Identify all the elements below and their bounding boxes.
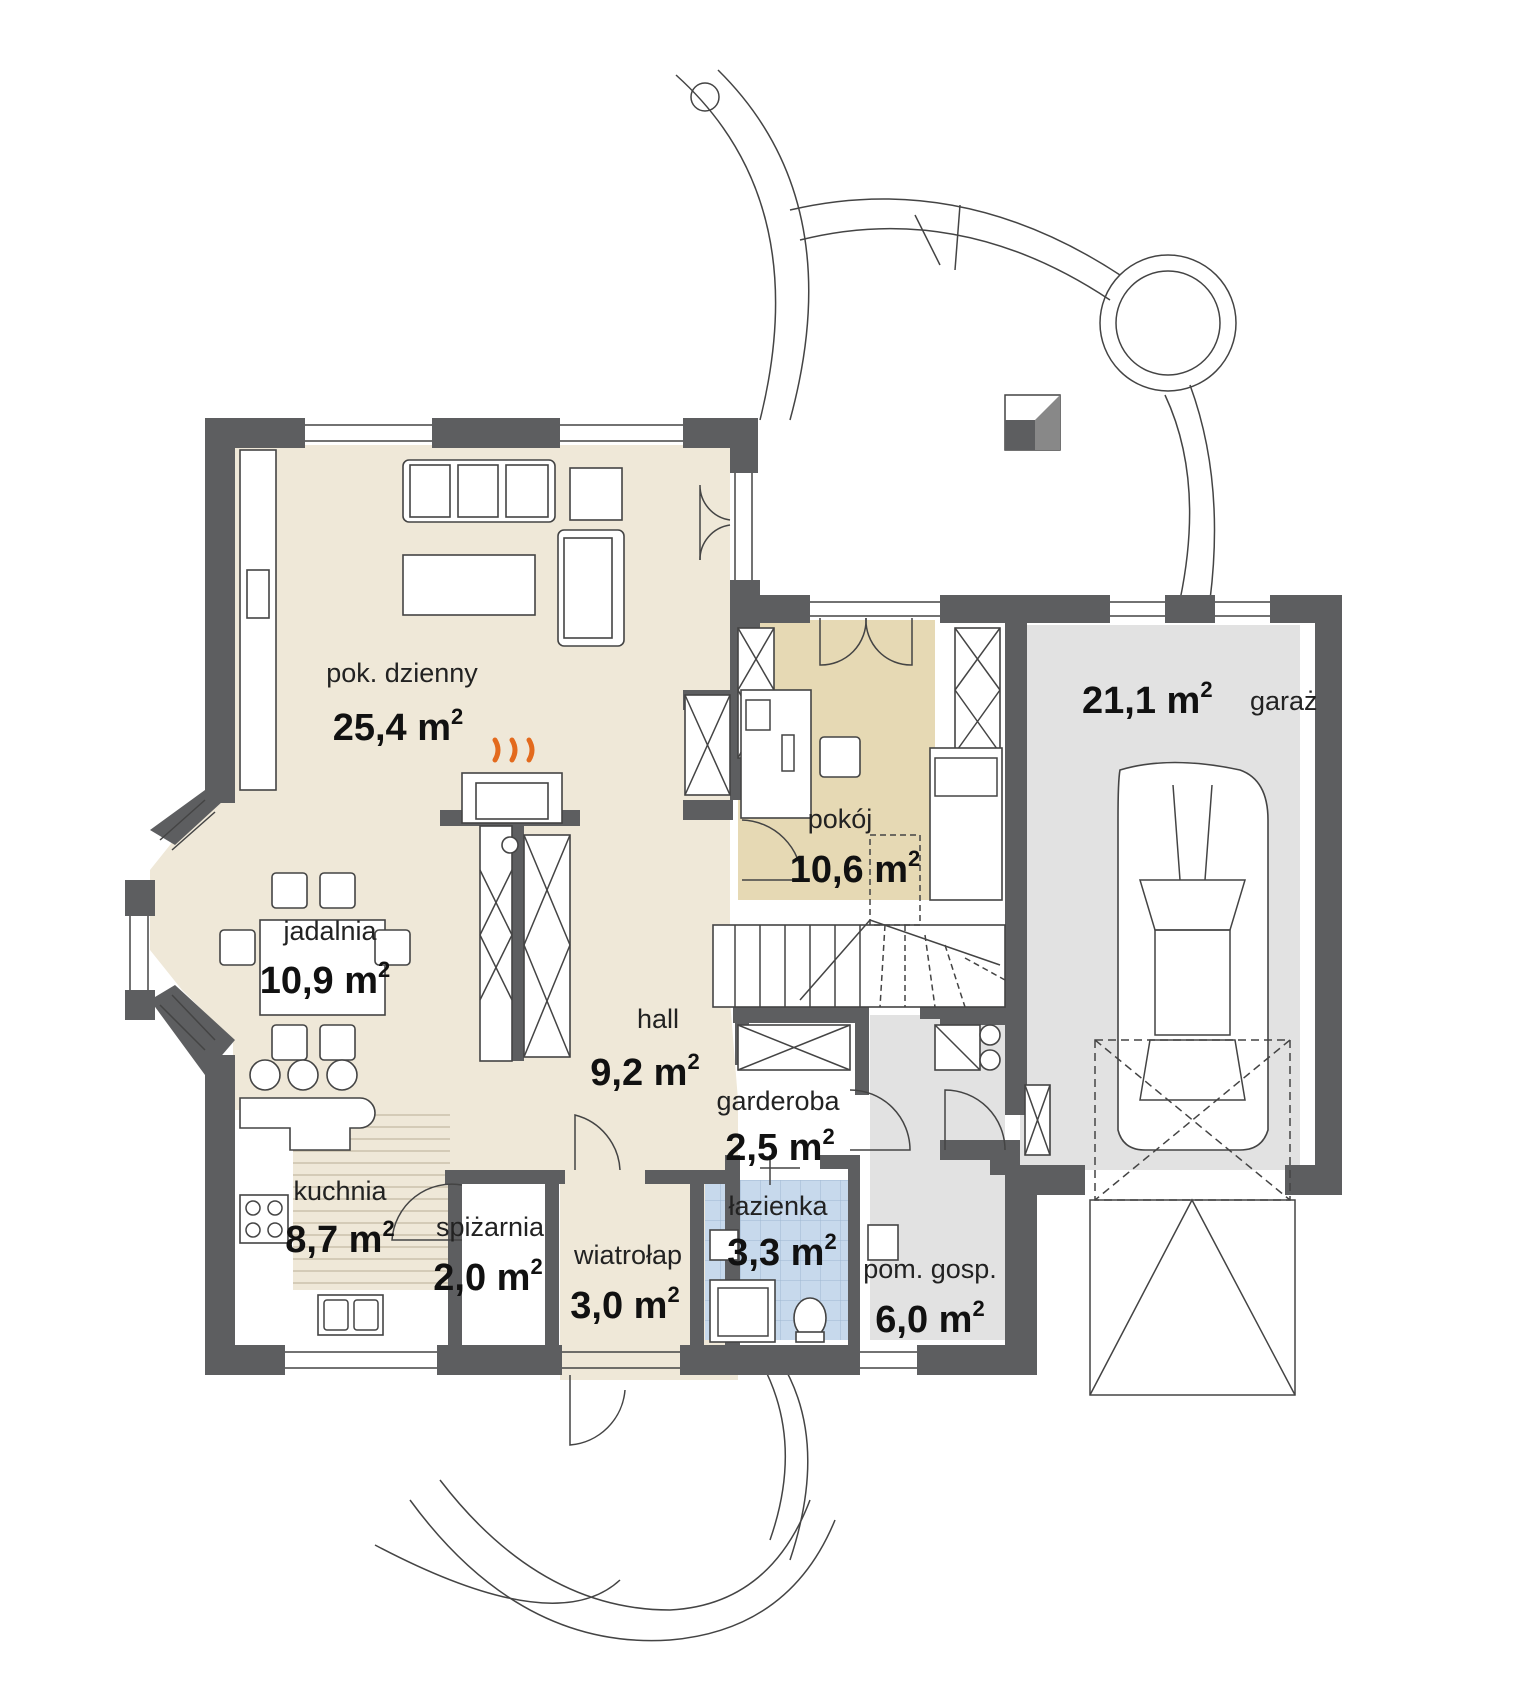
- garden-paths: [374, 69, 1237, 1642]
- room-name-garderoba: garderoba: [716, 1086, 840, 1116]
- dining-table: [219, 872, 411, 1061]
- room-area-jadalnia: 10,9 m2: [260, 957, 391, 1002]
- room-name-wiatrolap: wiatrołap: [573, 1240, 682, 1270]
- room-name-lazienka: łazienka: [728, 1191, 828, 1221]
- room-name-pok-dzienny: pok. dzienny: [326, 658, 478, 688]
- shower-icon: [709, 1279, 776, 1343]
- room-name-kuchnia: kuchnia: [293, 1176, 387, 1206]
- room-area-hall: 9,2 m2: [590, 1049, 699, 1094]
- chimney-block: [1004, 394, 1061, 451]
- walls: [125, 418, 1342, 1375]
- room-area-pok-dzienny: 25,4 m2: [333, 704, 464, 749]
- room-name-hall: hall: [637, 1004, 679, 1034]
- room-area-pokoj: 10,6 m2: [790, 846, 921, 891]
- bar-counter: [239, 1059, 376, 1151]
- sofa-icon: [239, 449, 625, 791]
- stove-icon: [239, 1194, 289, 1244]
- room-name-garaz: garaż: [1250, 686, 1318, 716]
- room-name-spizarnia: spiżarnia: [436, 1212, 545, 1242]
- room-area-kuchnia: 8,7 m2: [285, 1216, 394, 1261]
- room-area-garaz: 21,1 m2: [1082, 677, 1213, 722]
- room-area-garderoba: 2,5 m2: [725, 1124, 834, 1169]
- room-name-jadalnia: jadalnia: [282, 916, 377, 946]
- room-name-pom-gosp: pom. gosp.: [863, 1254, 997, 1284]
- room-area-pom-gosp: 6,0 m2: [875, 1296, 984, 1341]
- room-furniture: [684, 627, 1051, 1156]
- car-icon: [1089, 761, 1296, 1396]
- room-name-pokoj: pokój: [808, 804, 873, 834]
- room-labels: pok. dzienny 25,4 m2 jadalnia 10,9 m2 ha…: [260, 658, 1318, 1341]
- windows: [129, 424, 1270, 1369]
- room-area-spizarnia: 2,0 m2: [433, 1254, 542, 1299]
- toilet-icon: [793, 1297, 827, 1343]
- room-area-lazienka: 3,3 m2: [727, 1229, 836, 1274]
- stairs-icon: [712, 834, 1006, 1008]
- door-swing-icon: [391, 484, 1006, 1446]
- fireplace-icon: [461, 737, 571, 1062]
- room-area-wiatrolap: 3,0 m2: [570, 1282, 679, 1327]
- sink-icon: [317, 1224, 899, 1336]
